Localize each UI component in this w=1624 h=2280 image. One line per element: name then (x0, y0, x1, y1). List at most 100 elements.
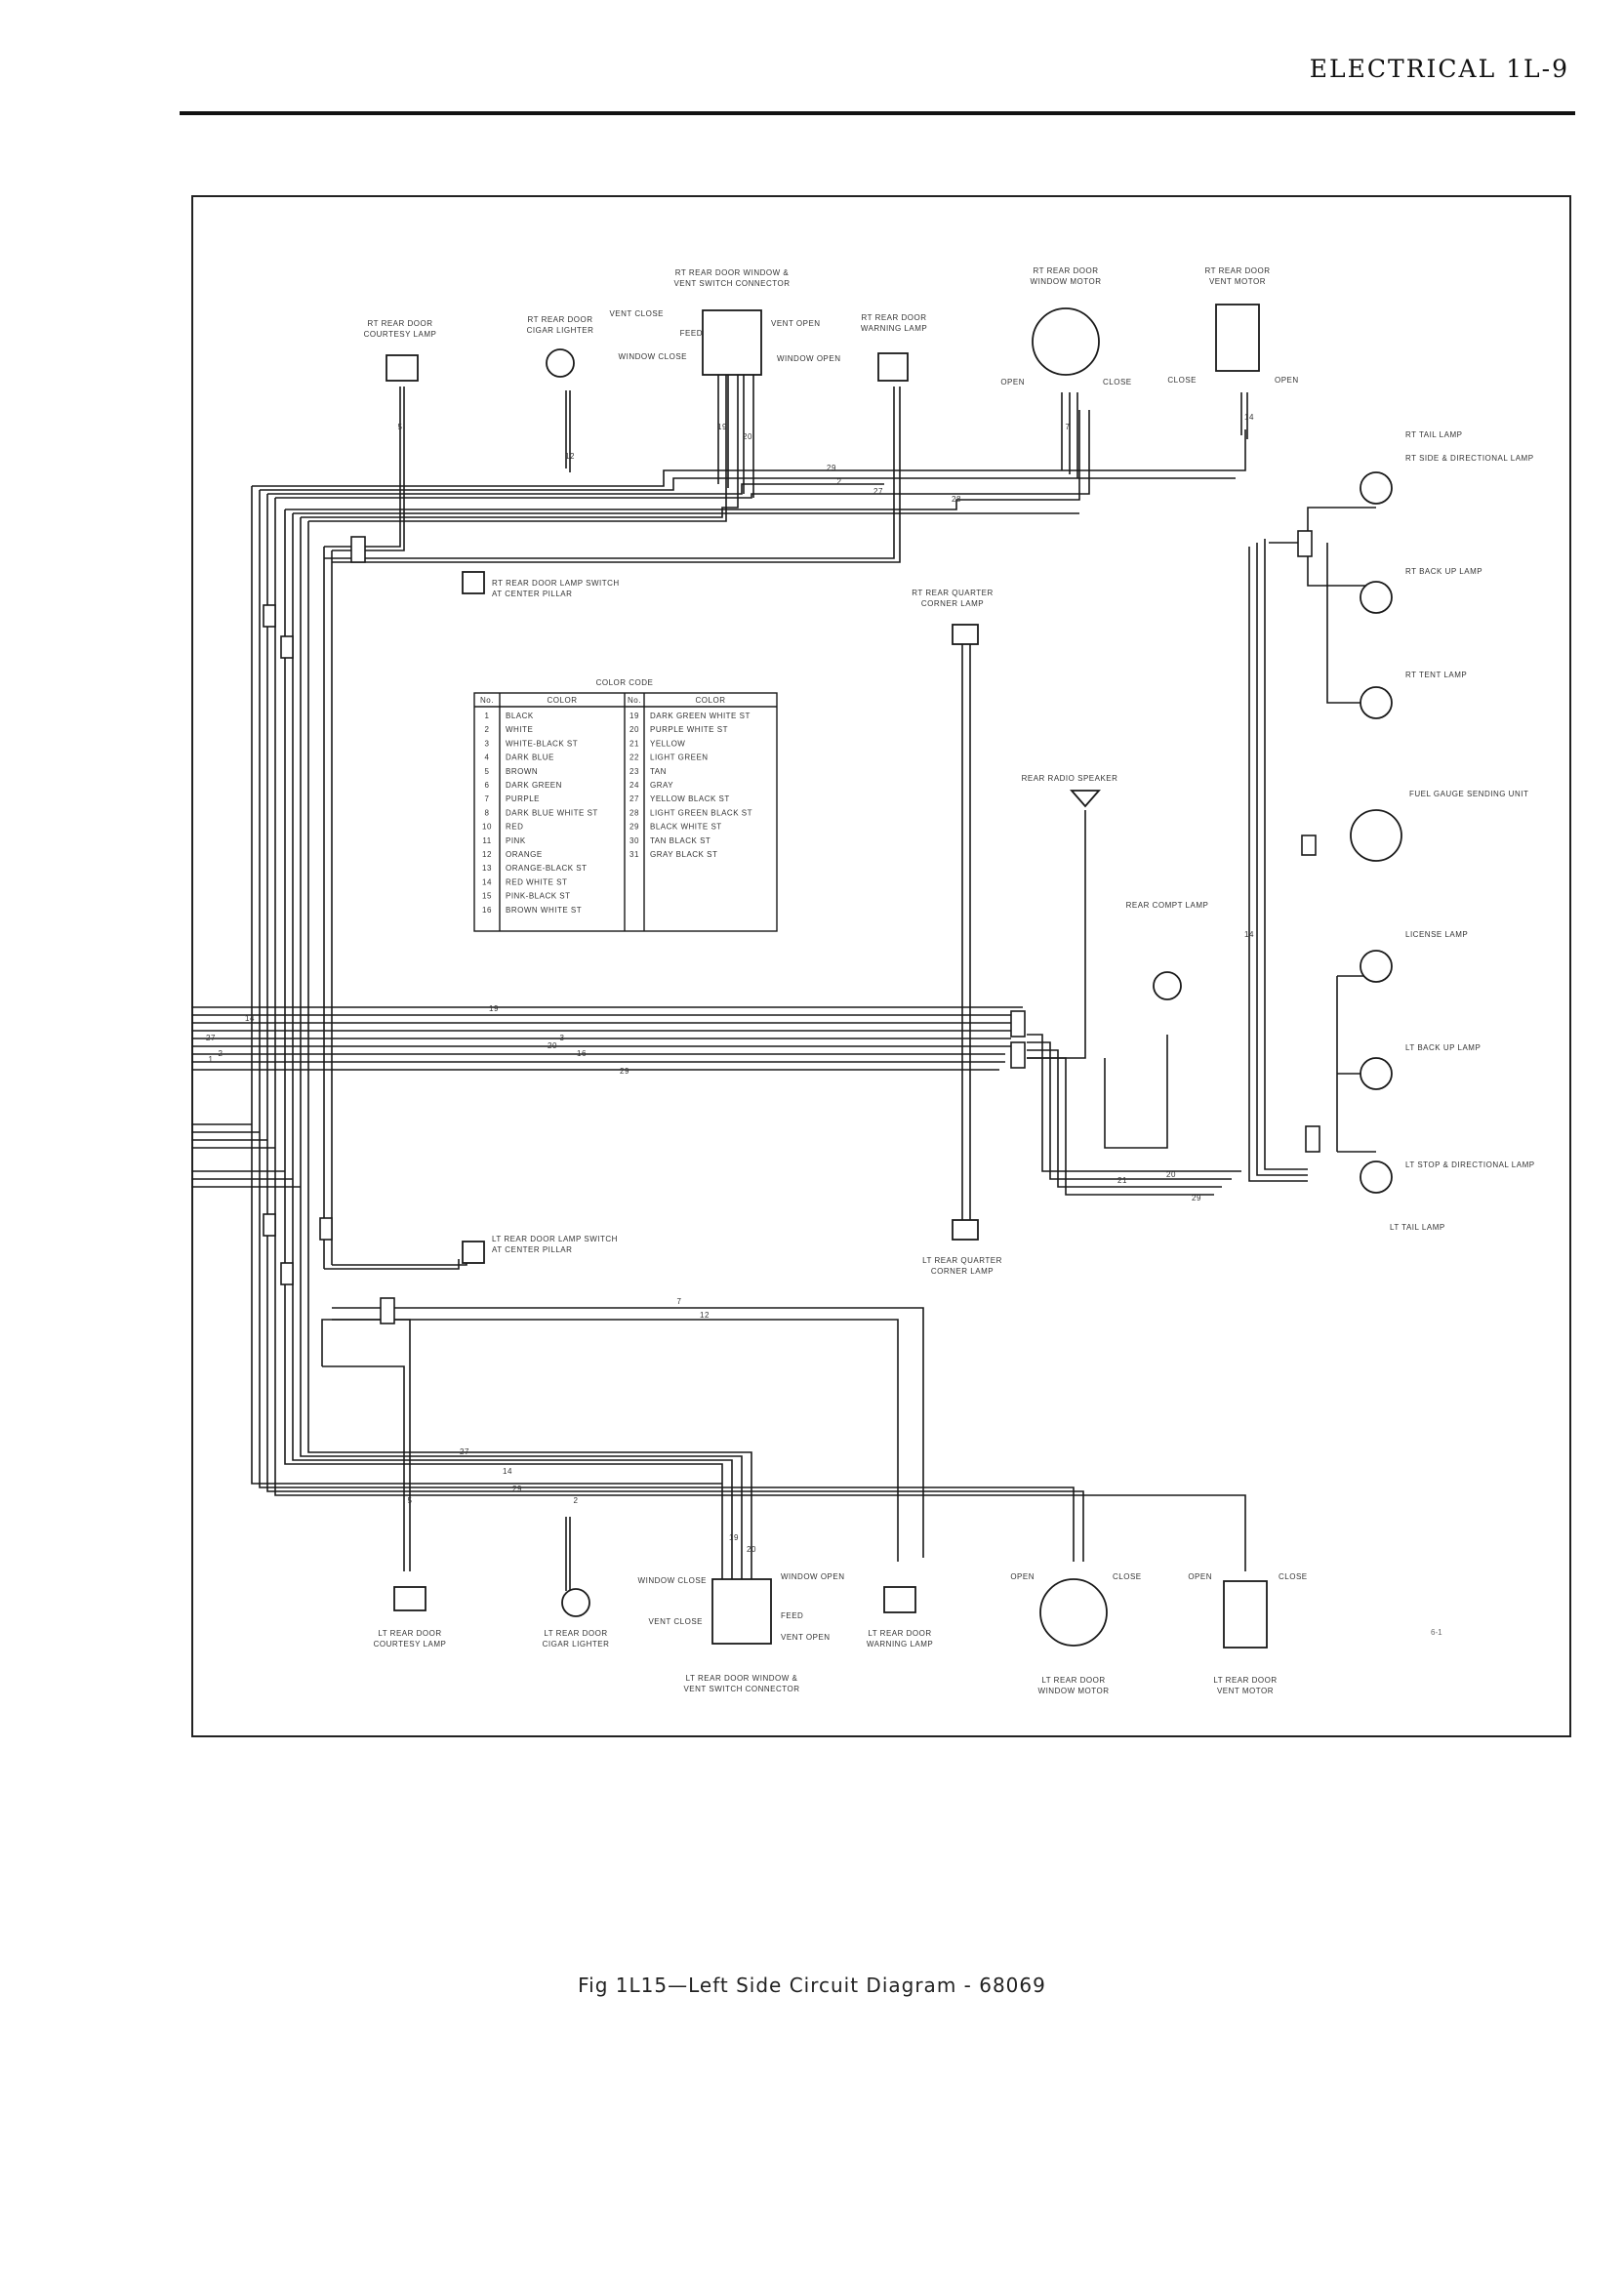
bottom-lighter-symbol (561, 1588, 590, 1617)
color-code-right-no-9: 30 (629, 836, 639, 845)
connector-bottom-left (380, 1297, 395, 1324)
color-code-header-no-left: No. (480, 696, 494, 705)
connector-left-1 (263, 604, 276, 628)
switch-terminal-label-0: VENT CLOSE (609, 309, 664, 318)
wire-label-bot-14: 14 (503, 1467, 512, 1476)
connector-top-left (350, 536, 366, 563)
connectors (263, 530, 1320, 1324)
wire-label-top-29: 29 (827, 464, 836, 472)
color-code-left-color-8: RED (506, 823, 523, 832)
top-courtesy-lamp-label: RT REAR DOOR (367, 319, 432, 328)
switch-terminal-label-17: CLOSE (1279, 1572, 1308, 1581)
wire-label-right-21: 21 (1117, 1176, 1127, 1185)
wire-label-mid-19: 19 (489, 1004, 499, 1013)
switch-terminal-label-4: WINDOW OPEN (777, 354, 841, 363)
door-lamp-switch-bottom-label: AT CENTER PILLAR (492, 1245, 572, 1254)
stop-directional-lamp-symbol (1360, 1160, 1393, 1194)
wire-label-bot-5: 5 (408, 1496, 413, 1505)
radio-speaker-symbol (1070, 790, 1101, 808)
color-code-header-color-right: COLOR (696, 696, 726, 705)
wire-label-bot-19: 19 (729, 1533, 739, 1542)
wire-label-top-19: 19 (717, 423, 727, 431)
wire-label-bot-12: 12 (700, 1311, 710, 1320)
connector-left-5 (319, 1217, 333, 1241)
quarter-corner-lamp-bottom-label: CORNER LAMP (931, 1267, 994, 1276)
wire-number-labels: 5121920292272871414192029162271320212914… (206, 413, 1253, 1554)
bottom-warning-lamp-label: WARNING LAMP (867, 1640, 933, 1649)
color-code-left-no-14: 16 (482, 906, 492, 915)
stop-directional-lamp-label: LT STOP & DIRECTIONAL LAMP (1405, 1160, 1535, 1169)
bottom-courtesy-lamp-label: COURTESY LAMP (374, 1640, 447, 1649)
wire-label-top-28: 28 (952, 495, 961, 504)
switch-terminal-label-3: WINDOW CLOSE (619, 352, 687, 361)
wire-harness (191, 347, 1376, 1612)
radio-speaker-label: REAR RADIO SPEAKER (1022, 774, 1118, 783)
color-code-left-color-1: WHITE (506, 725, 533, 734)
color-code-header-no-right: No. (628, 696, 641, 705)
tail-lamp-top-symbol (1360, 471, 1393, 505)
wire-label-bot-20: 20 (747, 1545, 756, 1554)
color-code-left-color-12: RED WHITE ST (506, 877, 567, 886)
color-code-right-no-10: 31 (629, 850, 639, 859)
switch-terminal-label-13: VENT OPEN (781, 1633, 831, 1642)
door-lamp-switch-top-symbol (462, 571, 485, 594)
color-code-left-no-8: 10 (482, 823, 492, 832)
color-code-left-color-2: WHITE-BLACK ST (506, 739, 578, 748)
color-code-left-no-10: 12 (482, 850, 492, 859)
color-code-right-color-8: BLACK WHITE ST (650, 823, 722, 832)
bottom-door-lighter-label: LT REAR DOOR (544, 1629, 607, 1638)
top-window-motor-symbol (1032, 307, 1100, 376)
top-warning-lamp-label: WARNING LAMP (861, 324, 927, 333)
wire-label-mid-27: 27 (206, 1034, 216, 1042)
quarter-corner-lamp-top-label: CORNER LAMP (921, 599, 984, 608)
bottom-switch-connector-label: LT REAR DOOR WINDOW & (686, 1674, 798, 1683)
wire-label-top-7: 7 (1066, 423, 1071, 431)
color-code-left-no-6: 7 (485, 794, 490, 803)
wire-label-bot-29: 29 (512, 1485, 522, 1493)
color-code-left-color-0: BLACK (506, 712, 534, 720)
color-code-right-no-0: 19 (629, 712, 639, 720)
color-code-left-no-11: 13 (482, 864, 492, 873)
color-code-right-no-7: 28 (629, 808, 639, 817)
bottom-vent-motor-symbol (1223, 1580, 1268, 1649)
connector-mid (1010, 1010, 1026, 1038)
switch-terminal-label-9: WINDOW CLOSE (638, 1576, 707, 1585)
color-code-left-no-4: 5 (485, 767, 490, 776)
wire-label-mid-2: 2 (219, 1049, 223, 1058)
color-code-left-no-1: 2 (485, 725, 490, 734)
color-code-right-no-3: 22 (629, 753, 639, 762)
color-code-left-color-4: BROWN (506, 767, 538, 776)
switch-terminal-label-6: CLOSE (1103, 378, 1132, 387)
top-components (386, 304, 1260, 382)
top-window-motor-label: WINDOW MOTOR (1031, 277, 1102, 286)
figure-caption: Fig 1L15—Left Side Circuit Diagram - 680… (578, 1974, 1046, 1997)
switch-terminal-label-11: FEED (781, 1611, 803, 1620)
color-code-left-color-11: ORANGE-BLACK ST (506, 864, 588, 873)
connector-mid-2 (1010, 1041, 1026, 1069)
switch-terminal-label-7: CLOSE (1167, 376, 1197, 385)
color-code-left-color-5: DARK GREEN (506, 781, 562, 790)
color-code-table (473, 692, 778, 932)
color-code-left-no-3: 4 (485, 753, 490, 762)
color-code-left-no-9: 11 (482, 836, 491, 845)
tail-lamp-top-label: RT TAIL LAMP (1405, 430, 1462, 439)
color-code-right-color-2: YELLOW (650, 739, 685, 748)
color-code-right-color-5: GRAY (650, 781, 673, 790)
color-code-right-no-2: 21 (629, 739, 639, 748)
top-door-lighter-label: RT REAR DOOR (527, 315, 592, 324)
right-lamps (462, 471, 1402, 1264)
quarter-corner-lamp-bottom-label: LT REAR QUARTER (922, 1256, 1002, 1265)
connector-fuel (1301, 835, 1317, 856)
wire-label-top-5: 5 (398, 423, 403, 431)
wire-label-mid-3: 3 (560, 1034, 565, 1042)
color-code-header-color-left: COLOR (548, 696, 578, 705)
back-up-lamp-top-label: RT BACK UP LAMP (1405, 567, 1482, 576)
color-code-title: COLOR CODE (596, 678, 654, 687)
top-vent-motor-label: RT REAR DOOR (1204, 266, 1270, 275)
top-courtesy-lamp-label: COURTESY LAMP (364, 330, 437, 339)
color-code-right-no-6: 27 (629, 794, 639, 803)
bottom-vent-motor-label: LT REAR DOOR (1213, 1676, 1277, 1685)
bottom-courtesy-lamp-label: LT REAR DOOR (378, 1629, 441, 1638)
wire-label-bot-2: 2 (574, 1496, 579, 1505)
